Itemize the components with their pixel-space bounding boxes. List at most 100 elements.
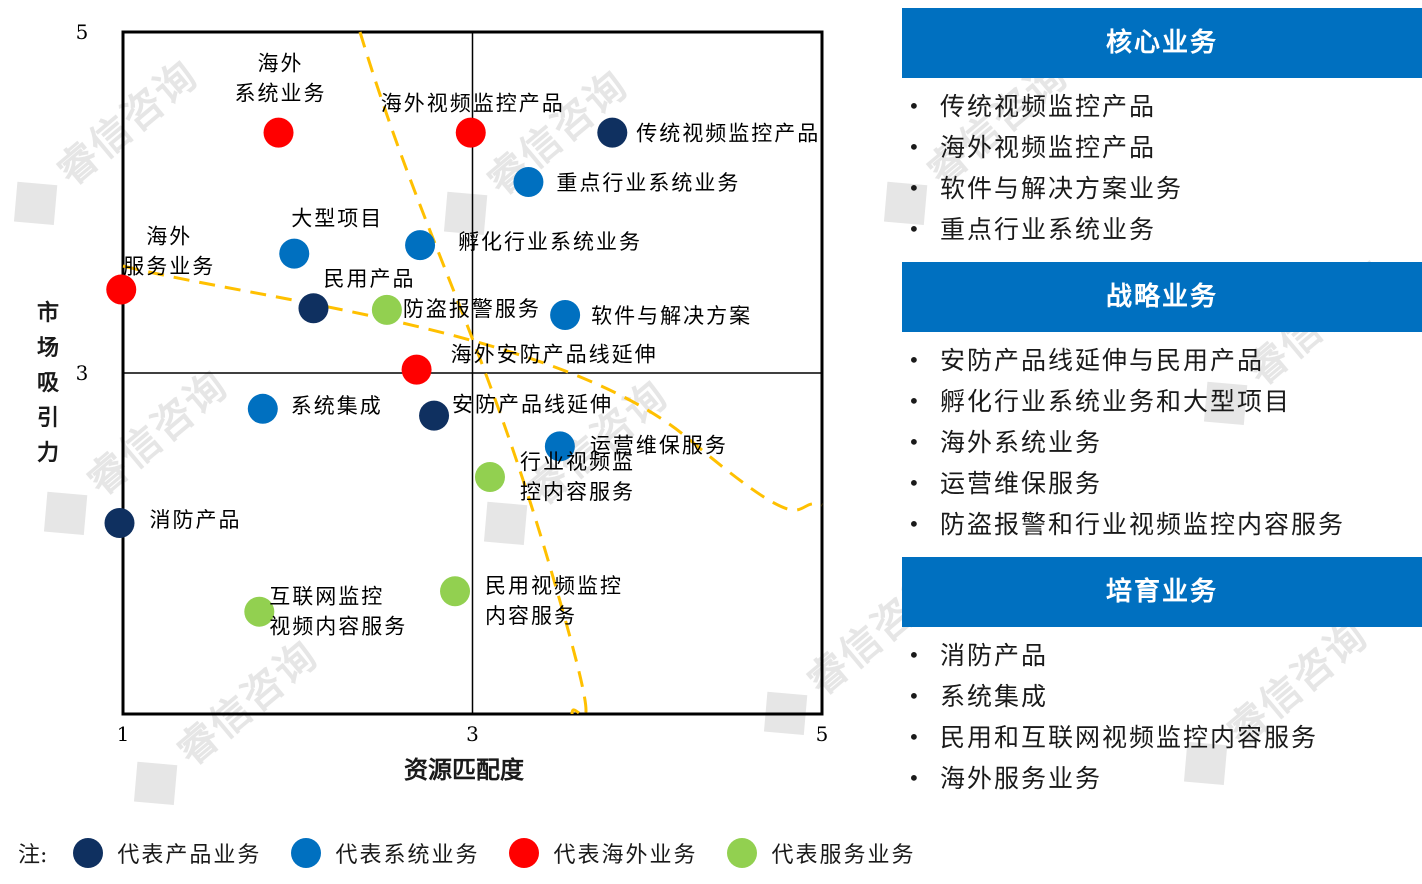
data-point-label: 安防产品线延伸 <box>452 393 613 417</box>
y-axis-label: 市场吸引力 <box>30 296 66 471</box>
y-tick-label: 5 <box>76 20 89 44</box>
legend-note: 注: <box>18 843 48 868</box>
data-point-label-line: 互联网监控 <box>269 585 384 609</box>
data-point-label-line: 大型项目 <box>291 207 383 231</box>
data-point-overseas <box>263 117 294 148</box>
data-point-service <box>474 462 505 493</box>
data-point-label-line: 控内容服务 <box>520 480 635 504</box>
legend-swatch <box>727 838 758 868</box>
legend-swatch <box>509 838 540 868</box>
data-point-system <box>550 300 581 331</box>
data-point-label: 软件与解决方案 <box>591 304 752 328</box>
x-tick-label: 5 <box>816 722 829 746</box>
boundary-curve <box>358 31 588 718</box>
y-axis-label-char: 市 <box>36 300 59 326</box>
data-point-overseas <box>401 354 432 385</box>
data-point-product <box>298 293 329 324</box>
legend-item-product: 代表产品业务 <box>73 837 261 869</box>
category-item: 海外服务业务 <box>902 758 1422 799</box>
data-point-label: 互联网监控视频内容服务 <box>269 585 407 639</box>
data-point-label-line: 内容服务 <box>485 604 577 628</box>
category-item: 防盗报警和行业视频监控内容服务 <box>902 504 1422 545</box>
category-list: 安防产品线延伸与民用产品 孵化行业系统业务和大型项目 海外系统业务 运营维保服务… <box>902 332 1422 557</box>
data-point-label: 海外系统业务 <box>235 52 327 106</box>
category-list: 消防产品 系统集成 民用和互联网视频监控内容服务 海外服务业务 <box>902 627 1422 811</box>
legend-swatch <box>291 838 322 868</box>
legend-label: 代表系统业务 <box>335 843 480 868</box>
category-item: 重点行业系统业务 <box>902 209 1422 250</box>
data-point-label-line: 安防产品线延伸 <box>452 393 613 417</box>
legend-swatch <box>73 838 104 868</box>
data-point-label-line: 服务业务 <box>123 254 215 278</box>
y-tick-label: 3 <box>76 361 89 385</box>
data-point-label: 重点行业系统业务 <box>556 171 740 195</box>
data-point-label: 传统视频监控产品 <box>636 122 820 146</box>
category-incubation: 培育业务 消防产品 系统集成 民用和互联网视频监控内容服务 海外服务业务 <box>902 557 1422 811</box>
data-point-label-line: 传统视频监控产品 <box>636 122 820 146</box>
data-point-service <box>440 576 471 607</box>
data-point-label-line: 视频内容服务 <box>269 615 407 639</box>
data-point-label-line: 海外安防产品线延伸 <box>451 343 658 367</box>
legend: 注: 代表产品业务 代表系统业务 代表海外业务 代表服务业务 <box>18 834 945 872</box>
category-panel: 核心业务 传统视频监控产品 海外视频监控产品 软件与解决方案业务 重点行业系统业… <box>902 8 1422 811</box>
data-point-system <box>544 431 575 462</box>
category-item: 消防产品 <box>902 635 1422 676</box>
data-point-label-line: 民用视频监控 <box>485 574 623 598</box>
category-item: 海外视频监控产品 <box>902 127 1422 168</box>
data-point-service <box>371 294 402 325</box>
data-point-label: 行业视频监控内容服务 <box>520 450 635 504</box>
category-item: 软件与解决方案业务 <box>902 168 1422 209</box>
category-title: 核心业务 <box>902 8 1422 78</box>
legend-item-system: 代表系统业务 <box>291 837 479 869</box>
x-tick-label: 1 <box>117 722 130 746</box>
data-point-service <box>244 596 275 627</box>
data-point-label-line: 民用产品 <box>323 267 415 291</box>
data-point-system <box>279 238 310 269</box>
data-point-label: 海外服务业务 <box>123 224 215 278</box>
data-point-label-line: 运营维保服务 <box>590 433 728 457</box>
legend-label: 代表海外业务 <box>553 843 698 868</box>
data-point-label-line: 软件与解决方案 <box>591 304 752 328</box>
data-point-label-line: 行业视频监 <box>520 450 635 474</box>
data-point-product <box>104 508 135 539</box>
legend-item-service: 代表服务业务 <box>727 837 915 869</box>
data-point-label: 系统集成 <box>291 394 383 418</box>
y-axis-label-char: 吸 <box>36 370 59 396</box>
data-point-label-line: 海外视频监控产品 <box>381 92 565 116</box>
category-title: 培育业务 <box>902 557 1422 627</box>
x-tick-label: 3 <box>466 722 479 746</box>
data-point-product <box>597 117 628 148</box>
data-point-label: 孵化行业系统业务 <box>458 230 642 254</box>
data-point-label: 海外安防产品线延伸 <box>451 343 658 367</box>
legend-label: 代表服务业务 <box>771 843 916 868</box>
data-point-label: 运营维保服务 <box>590 433 728 457</box>
data-point-label-line: 防盗报警服务 <box>403 297 541 321</box>
category-title: 战略业务 <box>902 262 1422 332</box>
category-core: 核心业务 传统视频监控产品 海外视频监控产品 软件与解决方案业务 重点行业系统业… <box>902 8 1422 262</box>
legend-item-overseas: 代表海外业务 <box>509 837 697 869</box>
y-axis-label-char: 场 <box>36 335 59 361</box>
data-point-system <box>247 393 278 424</box>
category-item: 民用和互联网视频监控内容服务 <box>902 717 1422 758</box>
data-point-label-line: 海外 <box>258 52 304 76</box>
data-point-overseas <box>106 274 137 305</box>
data-point-system <box>513 167 544 198</box>
data-point-label: 大型项目 <box>291 207 383 231</box>
category-strategic: 战略业务 安防产品线延伸与民用产品 孵化行业系统业务和大型项目 海外系统业务 运… <box>902 262 1422 557</box>
category-list: 传统视频监控产品 海外视频监控产品 软件与解决方案业务 重点行业系统业务 <box>902 78 1422 262</box>
x-axis-label: 资源匹配度 <box>404 755 524 784</box>
category-item: 系统集成 <box>902 676 1422 717</box>
data-point-product <box>419 400 450 431</box>
boundary-curve <box>122 264 823 512</box>
data-point-system <box>405 230 436 261</box>
data-point-overseas <box>455 117 486 148</box>
y-axis-label-char: 引 <box>36 405 59 431</box>
data-point-label: 民用产品 <box>323 267 415 291</box>
y-axis-label-char: 力 <box>36 440 59 466</box>
data-point-label-line: 系统业务 <box>235 82 327 106</box>
data-point-label: 海外视频监控产品 <box>381 92 565 116</box>
data-point-label-line: 海外 <box>146 224 192 248</box>
data-point-label-line: 孵化行业系统业务 <box>458 230 642 254</box>
category-item: 运营维保服务 <box>902 463 1422 504</box>
data-point-label: 消防产品 <box>150 508 242 532</box>
